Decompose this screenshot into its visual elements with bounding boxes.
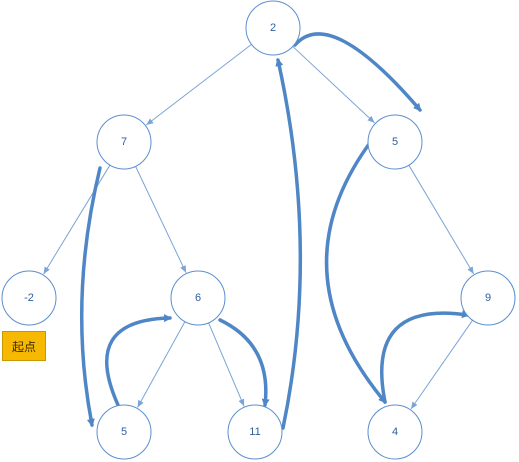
node-label: 2 [270, 22, 276, 34]
node-label: 4 [392, 426, 398, 438]
tree-node-n-lrl: 5 [96, 404, 152, 460]
tree-node-n-ll: -2 [1, 270, 57, 326]
traversal-arrow-n-lrr-n-root [275, 58, 303, 430]
tree-edge-n-right-n-rr [408, 164, 475, 275]
traversal-arrow-n-root-n-right [293, 32, 422, 112]
start-label: 起点 [2, 331, 46, 361]
node-circle [1, 270, 57, 326]
traversal-arrow-n-left-n-lrl [79, 166, 102, 427]
tree-node-n-rrl: 4 [367, 404, 423, 460]
traversal-arrow-n-lrl-n-lr [104, 314, 172, 407]
node-label: 6 [195, 292, 201, 304]
node-label: 9 [485, 292, 491, 304]
tree-edge-n-lr-n-lrl [137, 321, 186, 408]
node-circle [367, 114, 423, 170]
tree-node-n-right: 5 [367, 114, 423, 170]
tree-node-n-lr: 6 [170, 270, 226, 326]
node-circle [460, 270, 516, 326]
node-circle [245, 0, 301, 56]
tree-edge-n-root-n-right [292, 46, 375, 124]
node-circle [96, 114, 152, 170]
tree-node-n-root: 2 [245, 0, 301, 56]
tree-node-n-lrr: 11 [227, 404, 283, 460]
tree-edge-n-lr-n-lrr [208, 322, 245, 407]
node-label: -2 [24, 292, 34, 304]
traversal-arrow-n-rrl-n-rr [380, 310, 470, 404]
node-circle [96, 404, 152, 460]
tree-node-n-left: 7 [96, 114, 152, 170]
node-label: 5 [121, 426, 127, 438]
tree-edge-n-rr-n-rrl [410, 319, 474, 410]
tree-node-n-rr: 9 [460, 270, 516, 326]
node-label: 11 [249, 426, 260, 438]
traversal-arrows [79, 32, 470, 430]
traversal-arrow-n-right-n-rrl [324, 138, 387, 404]
node-label: 7 [121, 136, 127, 148]
tree-edge-n-left-n-lr [135, 166, 187, 273]
tree-edge-n-left-n-ll [43, 164, 111, 275]
node-circle [170, 270, 226, 326]
traversal-arrow-n-lr-n-lrr [218, 318, 270, 407]
node-circle [227, 404, 283, 460]
tree-edges [43, 44, 475, 410]
node-circle [367, 404, 423, 460]
node-label: 5 [392, 136, 398, 148]
tree-edge-n-root-n-left [145, 44, 252, 126]
